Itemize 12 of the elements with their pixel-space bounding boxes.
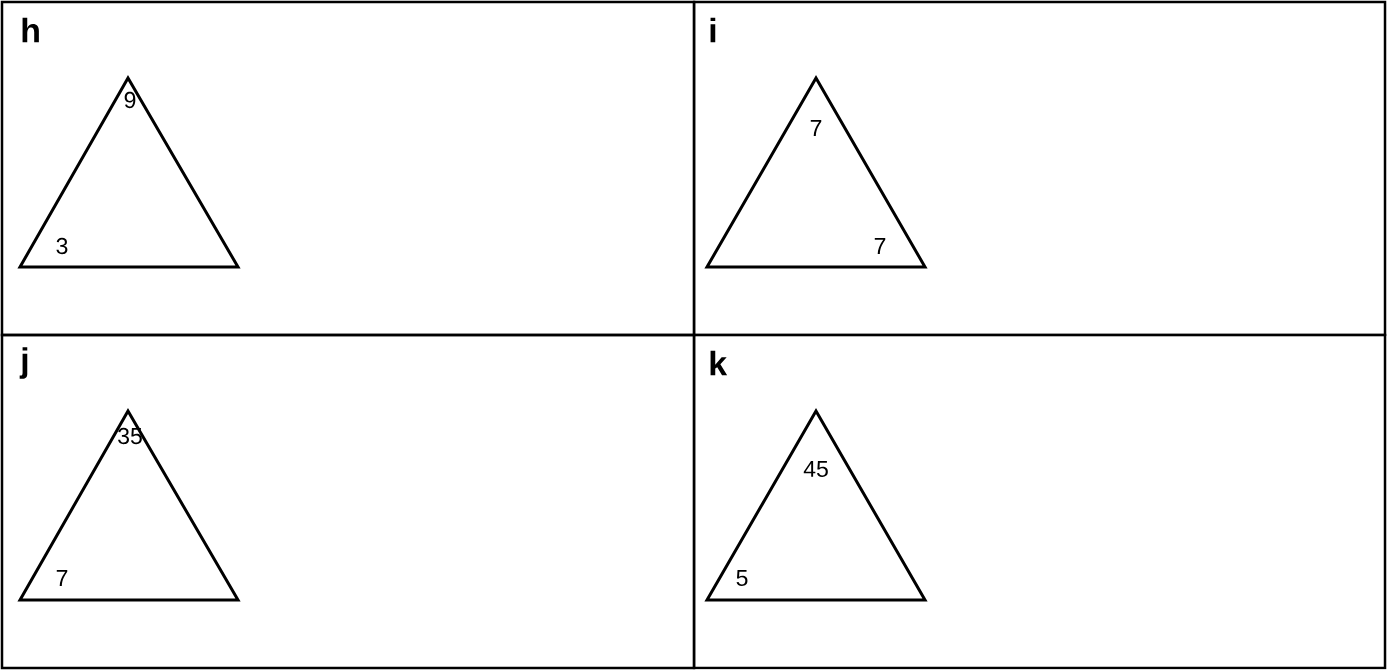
panel-letter: k: [710, 350, 728, 376]
corner-number: 7: [56, 570, 68, 586]
corner-number: 35: [118, 427, 142, 445]
panel-letter: i: [710, 17, 716, 43]
corner-number: 45: [803, 461, 828, 478]
panel-letter: h: [22, 17, 39, 43]
corner-number: 7: [810, 120, 822, 136]
corner-number: 3: [56, 237, 68, 255]
corner-number: 7: [874, 238, 886, 254]
panel-letter: j: [19, 347, 28, 379]
corner-number: 9: [124, 91, 136, 109]
corner-number: 5: [736, 570, 748, 587]
